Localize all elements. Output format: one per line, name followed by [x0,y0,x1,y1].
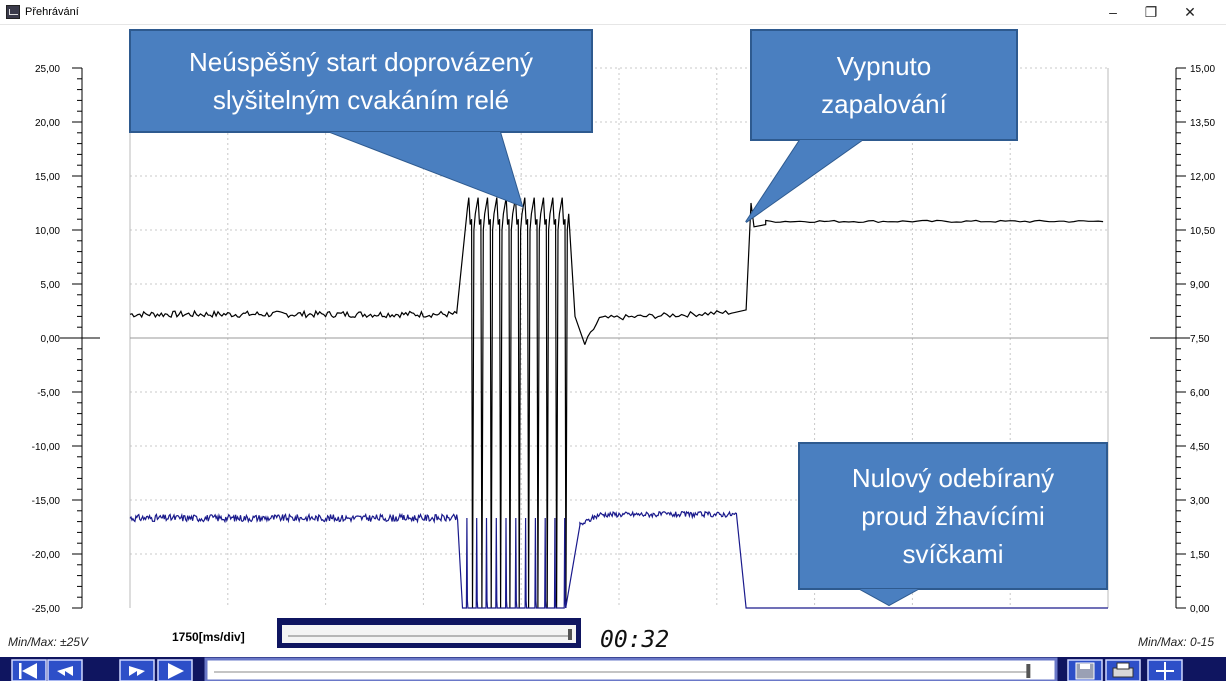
playback-progress[interactable] [204,657,1058,681]
left-axis-label: -5,00 [37,388,60,399]
skip-back-bar [19,663,22,679]
callout-pointer-fill [330,132,522,206]
save-button[interactable] [1067,659,1103,681]
left-axis-label: -20,00 [32,550,61,561]
plot-axes: 25,00 20,00 15,00 10,00 5,00 0,00 -5,00 -10,00 -… [32,64,1216,615]
left-range-label: Min/Max: ±25V [8,635,89,649]
callout-text: Vypnuto [837,51,931,81]
maximize-button[interactable]: ❐ [1144,4,1158,20]
right-axis-label: 0,00 [1190,604,1210,615]
right-range-label: Min/Max: 0-15 [1138,635,1214,649]
callout-box [798,442,1108,590]
left-axis-label: -10,00 [32,442,61,453]
left-axis-label: 15,00 [35,172,60,183]
minimize-button[interactable]: – [1109,4,1117,20]
callout-text: proud žhavícími [861,501,1045,531]
window-title: Přehrávání [25,6,79,18]
fast-forward-button[interactable] [119,659,155,681]
right-axis-label: 4,50 [1190,442,1210,453]
time-base-label: 1750[ms/div] [172,630,245,644]
app-icon [6,5,20,19]
callout-text: Neúspěšný start doprovázený [189,47,533,77]
callout-zero-current: Nulový odebíraný proud žhavícími svíčkami [798,442,1108,607]
zoom-slider-handle [568,629,572,640]
callout-ignition-off: Vypnuto zapalování [745,29,1018,223]
left-axis-label: 0,00 [41,334,61,345]
left-axis-label: -15,00 [32,496,61,507]
zoom-slider[interactable] [277,618,581,648]
right-axis-label: 13,50 [1190,118,1215,129]
callout-box [750,29,1018,141]
left-axis-label: -25,00 [32,604,61,615]
left-axis-label: 20,00 [35,118,60,129]
print-button[interactable] [1105,659,1141,681]
right-axis-label: 12,00 [1190,172,1215,183]
callout-text: Nulový odebíraný [852,463,1054,493]
right-axis-label: 6,00 [1190,388,1210,399]
progress-track [204,657,1058,681]
rewind-button[interactable] [47,659,83,681]
plot-traces [129,197,1108,609]
skip-back-button[interactable] [11,659,47,681]
rewind-icon [57,666,73,676]
timestamp-display: 00:32 [600,627,669,653]
skip-back-icon [22,663,37,679]
left-axis-label: 25,00 [35,64,60,75]
right-axis-label: 15,00 [1190,64,1215,75]
right-axis-label: 10,50 [1190,226,1215,237]
right-axis-label: 1,50 [1190,550,1210,561]
close-button[interactable]: ✕ [1184,4,1196,20]
callout-text: slyšitelným cvakáním relé [213,85,509,115]
play-icon [168,663,184,679]
callout-pointer-fill [746,140,862,222]
left-axis-label: 10,00 [35,226,60,237]
callout-text: svíčkami [902,539,1003,569]
right-axis-label: 7,50 [1190,334,1210,345]
zoom-slider-track [282,625,576,643]
callout-pointer-fill [860,589,918,605]
voltage-trace [129,197,1104,609]
right-axis-label: 9,00 [1190,280,1210,291]
fast-forward-icon [129,666,145,676]
progress-handle [1026,664,1031,678]
right-axis-label: 3,00 [1190,496,1210,507]
cursor-button[interactable] [1147,659,1183,681]
bottom-bar: Min/Max: ±25V Min/Max: 0-15 1750[ms/div] 00… [0,618,1226,681]
title-bar: Přehrávání – ❐ ✕ [0,0,1226,25]
callout-box [129,29,593,133]
callouts: Neúspěšný start doprovázený slyšitelným c… [129,29,1108,607]
left-axis-label: 5,00 [41,280,61,291]
floppy-label [1080,664,1090,669]
callout-failed-start: Neúspěšný start doprovázený slyšitelným c… [129,29,593,208]
callout-text: zapalování [821,89,948,119]
play-button[interactable] [157,659,193,681]
printer-paper [1116,662,1130,670]
current-trace [129,510,1108,609]
